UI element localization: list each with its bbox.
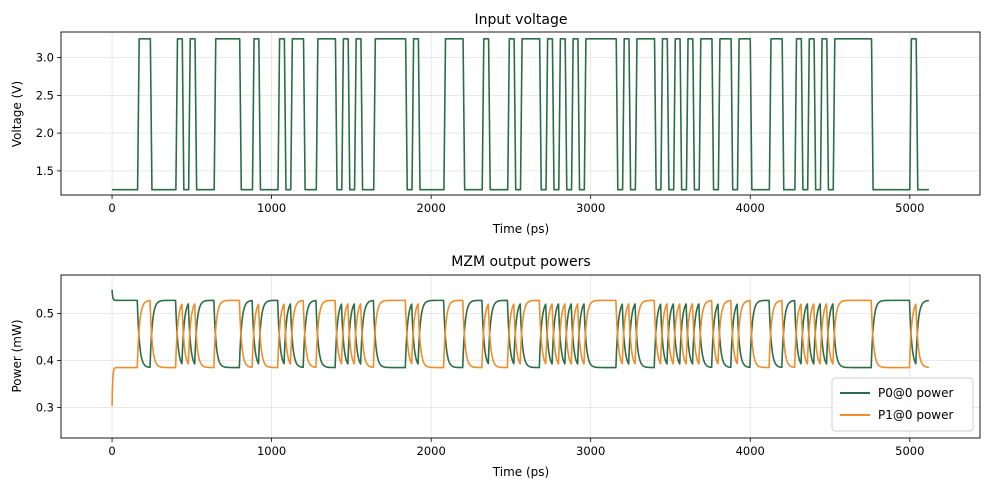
series-lines — [111, 289, 930, 407]
series-line-p1 — [111, 299, 930, 407]
legend-label-p0: P0@0 power — [878, 386, 953, 400]
y-tick-label: 2.0 — [36, 126, 54, 140]
series-line-p0 — [111, 289, 930, 369]
x-tick-label: 2000 — [417, 201, 446, 215]
x-tick-label: 5000 — [895, 444, 924, 458]
x-axis-label: Time (ps) — [492, 222, 549, 236]
x-tick-label: 1000 — [257, 201, 286, 215]
axes-frame — [60, 31, 981, 196]
legend: P0@0 power P1@0 power — [831, 377, 974, 432]
x-tick-label: 3000 — [576, 444, 605, 458]
x-ticks: 0 1000 2000 3000 4000 5000 — [108, 195, 924, 215]
y-tick-label: 0.5 — [36, 307, 54, 321]
y-tick-label: 1.5 — [36, 164, 54, 178]
series-line-voltage — [112, 37, 929, 191]
y-ticks: 1.5 2.0 2.5 3.0 — [36, 51, 61, 178]
y-tick-label: 0.3 — [36, 400, 54, 414]
legend-box — [831, 377, 974, 432]
y-axis-label: Voltage (V) — [10, 81, 24, 147]
y-tick-label: 0.4 — [36, 353, 54, 367]
series-lines — [112, 37, 929, 191]
input-voltage-panel: Input voltage 0 1000 2000 3000 4000 5000 1.5 2… — [10, 12, 981, 236]
x-tick-label: 2000 — [417, 444, 446, 458]
y-tick-label: 3.0 — [36, 51, 54, 65]
y-tick-label: 2.5 — [36, 88, 54, 102]
x-axis-label: Time (ps) — [492, 465, 549, 479]
axes-frame — [60, 274, 981, 439]
legend-label-p1: P1@0 power — [878, 408, 953, 422]
x-tick-label: 3000 — [576, 201, 605, 215]
x-tick-label: 1000 — [257, 444, 286, 458]
chart-title: Input voltage — [474, 12, 567, 28]
chart-title: MZM output powers — [451, 254, 590, 270]
x-tick-label: 4000 — [736, 201, 765, 215]
x-ticks: 0 1000 2000 3000 4000 5000 — [108, 438, 924, 458]
x-tick-label: 0 — [108, 201, 115, 215]
x-tick-label: 5000 — [895, 201, 924, 215]
y-ticks: 0.3 0.4 0.5 — [36, 307, 61, 414]
x-tick-label: 0 — [108, 444, 115, 458]
x-tick-label: 4000 — [736, 444, 765, 458]
y-axis-label: Power (mW) — [10, 319, 24, 392]
